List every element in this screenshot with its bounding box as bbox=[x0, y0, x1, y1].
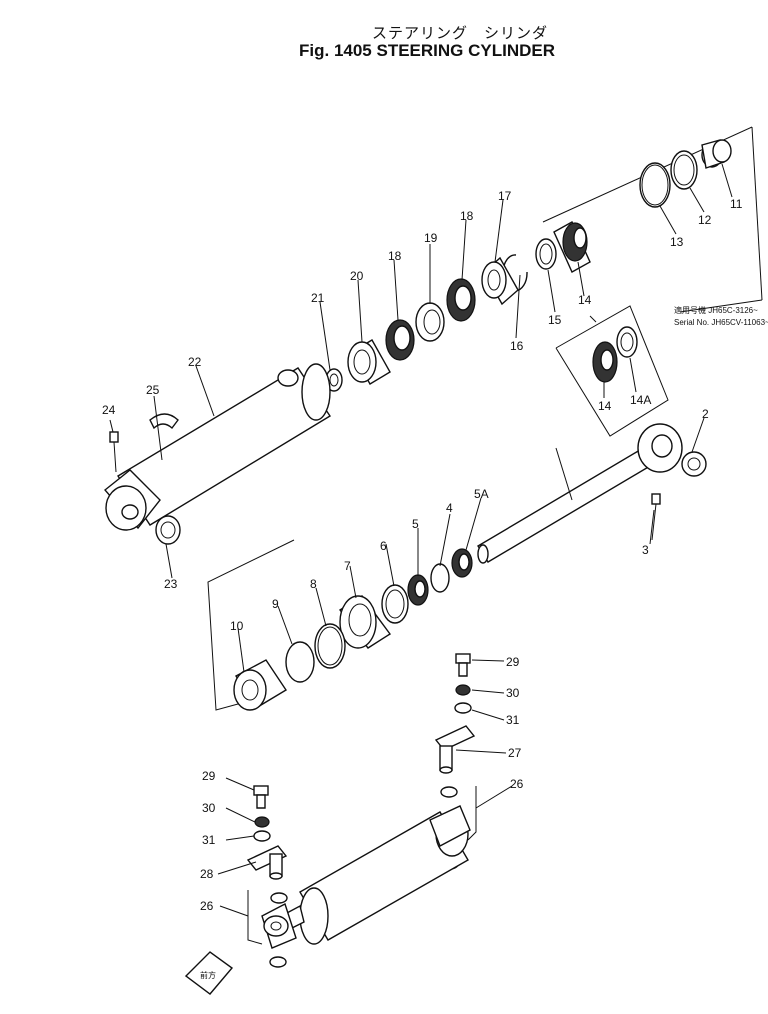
part-9-ring bbox=[285, 641, 315, 683]
label-31-left: 31 bbox=[202, 833, 216, 847]
part-26-o-ring-right-top bbox=[440, 786, 458, 798]
part-26-left-bracket bbox=[247, 890, 263, 945]
part-26-o-ring-left-top bbox=[270, 892, 288, 904]
label-6: 6 bbox=[380, 539, 387, 553]
part-22-cylinder-tube bbox=[103, 363, 331, 531]
label-9: 9 bbox=[272, 597, 279, 611]
part-29-bolt-left bbox=[253, 785, 269, 809]
leader-lines bbox=[109, 163, 733, 917]
part-14-inset-box bbox=[555, 305, 669, 437]
label-26-right: 26 bbox=[510, 777, 524, 791]
label-8: 8 bbox=[310, 577, 317, 591]
part-31-washer-left bbox=[253, 830, 271, 842]
serial-note-line1: 適用号機 JH65C-3126~ bbox=[674, 305, 758, 315]
part-26-o-ring-left-bottom bbox=[269, 956, 287, 968]
label-28: 28 bbox=[200, 867, 214, 881]
label-19: 19 bbox=[424, 231, 438, 245]
label-25: 25 bbox=[146, 383, 160, 397]
part-30-washer-left bbox=[254, 816, 270, 828]
part-23-bushing bbox=[155, 515, 181, 545]
part-18-packing-lower-bore bbox=[393, 325, 411, 351]
label-11: 11 bbox=[730, 197, 743, 211]
label-30-left: 30 bbox=[202, 801, 216, 815]
label-16: 16 bbox=[510, 339, 524, 353]
part-12-ring-inner bbox=[673, 154, 695, 186]
label-2: 2 bbox=[702, 407, 709, 421]
direction-icon-text: 前方 bbox=[200, 970, 216, 980]
part-5A-wiper-bore bbox=[458, 553, 470, 571]
front-direction-icon: 前方 bbox=[184, 951, 234, 995]
label-5: 5 bbox=[412, 517, 419, 531]
label-26-left: 26 bbox=[200, 899, 214, 913]
part-25-clip bbox=[149, 413, 179, 430]
part-3-grease-fitting bbox=[651, 493, 661, 541]
figure-title: Fig. 1405 STEERING CYLINDER bbox=[299, 41, 555, 60]
label-5A: 5A bbox=[474, 487, 489, 501]
label-27: 27 bbox=[508, 746, 522, 760]
label-21: 21 bbox=[311, 291, 325, 305]
label-22: 22 bbox=[188, 355, 202, 369]
part-5-packing-bore bbox=[414, 580, 426, 598]
part-15-wear-ring-inner bbox=[539, 243, 553, 265]
part-21-nut-bore bbox=[329, 373, 339, 387]
part-13-o-ring-inner bbox=[641, 164, 669, 206]
part-18-packing-upper-bore bbox=[454, 285, 472, 311]
label-29-right: 29 bbox=[506, 655, 520, 669]
part-20-gland bbox=[347, 339, 391, 385]
lower-group-bracket bbox=[207, 539, 295, 711]
part-4-ring bbox=[430, 563, 450, 593]
label-30-right: 30 bbox=[506, 686, 520, 700]
part-7-piston bbox=[338, 595, 392, 649]
part-17-cylinder-head bbox=[481, 256, 519, 306]
part-30-washer-right bbox=[455, 684, 471, 696]
label-3: 3 bbox=[642, 543, 649, 557]
label-13: 13 bbox=[670, 235, 684, 249]
label-14A: 14A bbox=[630, 393, 651, 407]
title-japanese: ステアリング シリンダ bbox=[372, 24, 549, 42]
part-24-grease-fitting bbox=[109, 431, 119, 473]
label-10: 10 bbox=[230, 619, 244, 633]
serial-note-line2: Serial No. JH65CV-11063~ bbox=[674, 318, 768, 327]
label-12: 12 bbox=[698, 213, 712, 227]
part-15-wear-ring bbox=[535, 238, 557, 270]
label-14-inset: 14 bbox=[598, 399, 612, 413]
part-6-backup-ring-inner bbox=[385, 589, 405, 619]
part-11-bushing bbox=[701, 139, 732, 169]
part-14-piston-upper bbox=[553, 221, 591, 273]
part-8-o-ring bbox=[314, 623, 346, 669]
label-18-lower: 18 bbox=[388, 249, 402, 263]
part-31-washer-right bbox=[454, 702, 472, 714]
label-4: 4 bbox=[446, 501, 453, 515]
part-27-pin bbox=[434, 725, 476, 774]
label-20: 20 bbox=[350, 269, 364, 283]
part-12-ring bbox=[670, 150, 698, 190]
label-31-right: 31 bbox=[506, 713, 520, 727]
label-29-left: 29 bbox=[202, 769, 216, 783]
label-18-upper: 18 bbox=[460, 209, 474, 223]
part-19-ring-inner bbox=[423, 309, 441, 335]
part-number-labels: 11 12 13 14 15 16 17 18 19 18 20 21 22 2… bbox=[102, 189, 743, 913]
label-24: 24 bbox=[102, 403, 116, 417]
label-15: 15 bbox=[548, 313, 562, 327]
part-26-steering-cylinder bbox=[261, 805, 471, 949]
part-8-o-ring-inner bbox=[317, 626, 343, 666]
label-23: 23 bbox=[164, 577, 178, 591]
part-28-pin bbox=[246, 845, 288, 880]
part-2-bushing bbox=[681, 451, 707, 477]
part-13-o-ring bbox=[639, 162, 671, 208]
part-26-right-bracket bbox=[467, 786, 477, 841]
part-29-bolt-right bbox=[455, 653, 471, 677]
label-7: 7 bbox=[344, 559, 351, 573]
part-10-nut bbox=[233, 659, 287, 711]
part-1-piston-rod bbox=[477, 423, 683, 564]
label-17: 17 bbox=[498, 189, 512, 203]
label-14-upper: 14 bbox=[578, 293, 592, 307]
